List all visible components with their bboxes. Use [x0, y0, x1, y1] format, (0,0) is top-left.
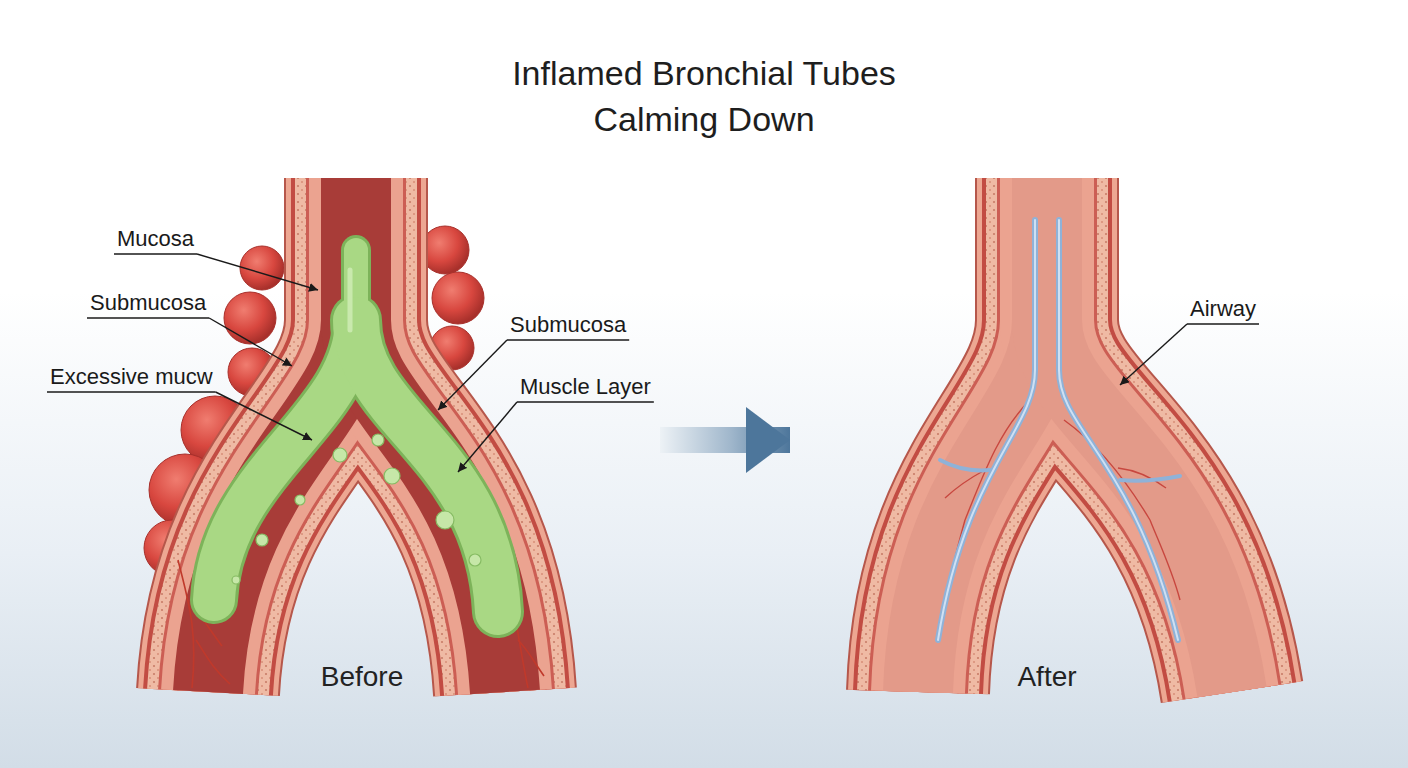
illustration-part [356, 320, 505, 692]
illustration-part [208, 178, 356, 692]
illustration-part [196, 640, 230, 684]
illustration-part [208, 178, 356, 692]
illustration-part [1047, 320, 1232, 692]
illustration-part [208, 178, 356, 692]
part-label: Mucosa [117, 226, 194, 252]
illustration-part [1059, 220, 1178, 640]
illustration-part [240, 246, 284, 290]
illustration-part [432, 272, 484, 324]
illustration-part [1120, 476, 1180, 481]
part-label: Muscle Layer [520, 374, 651, 400]
airway-wall [918, 178, 1232, 692]
stage-caption: Before [321, 660, 404, 694]
illustration-part [384, 468, 400, 484]
label-underline [87, 317, 209, 318]
illustration-part [356, 320, 505, 692]
illustration-part [224, 292, 276, 344]
illustration-part [256, 534, 268, 546]
illustration-part [918, 178, 1047, 692]
diagram-title: Inflamed Bronchial Tubes Calming Down [474, 50, 934, 142]
illustration-part [938, 220, 1035, 640]
part-label: Submucosa [510, 312, 626, 338]
illustration-part [938, 220, 1035, 640]
leader-line [438, 340, 507, 410]
leader-lines [47, 254, 1259, 472]
illustration-part [356, 320, 498, 612]
stage-caption: After [1017, 660, 1076, 694]
illustration-part [918, 178, 1047, 692]
illustration-part [208, 178, 356, 692]
illustration-part [356, 320, 505, 692]
illustration-part [178, 560, 194, 688]
illustration-region: After [790, 170, 1320, 710]
after-bronchus [918, 178, 1232, 692]
mucus-bubbles [232, 434, 481, 584]
leader-line [1120, 324, 1187, 385]
nerves [938, 220, 1180, 640]
illustration-part [940, 460, 990, 471]
illustration-part [356, 320, 498, 612]
illustration-part [1047, 320, 1232, 692]
illustration-part [208, 178, 356, 692]
part-label: Submucosa [90, 290, 206, 316]
label-underline [517, 401, 654, 402]
label-underline [114, 253, 197, 254]
illustration-part [469, 554, 481, 566]
illustration-part [1059, 220, 1178, 640]
illustration-part [918, 178, 1047, 692]
illustration-part [1047, 320, 1232, 692]
part-label: Excessive mucw [50, 364, 213, 390]
label-underline [47, 391, 216, 392]
leader-line [197, 254, 318, 290]
label-underline [507, 339, 629, 340]
part-label: Airway [1190, 296, 1256, 322]
illustration-part [333, 448, 347, 462]
illustration-part [356, 320, 505, 692]
illustration-region: Before [140, 170, 660, 710]
label-underline [1187, 323, 1259, 324]
illustration-part [1047, 320, 1232, 692]
illustration-part [372, 434, 384, 446]
illustration-part [232, 576, 240, 584]
leader-line [458, 402, 517, 472]
illustration-part [295, 495, 305, 505]
illustration-part [918, 178, 1047, 692]
illustration-part [436, 511, 454, 529]
airway-wall [208, 178, 505, 692]
illustration-part [518, 640, 544, 676]
illustration-part [356, 320, 505, 692]
illustration-part [1047, 320, 1232, 692]
illustration-part [348, 270, 353, 330]
illustration-part [918, 178, 1047, 692]
illustration-part [1047, 320, 1232, 692]
mucus [214, 250, 498, 612]
illustration-part [208, 178, 356, 692]
illustration-part [356, 320, 505, 692]
illustration-part [918, 178, 1047, 692]
illustration-part [918, 178, 1047, 692]
leader-line [216, 392, 312, 440]
leader-line [209, 318, 292, 366]
progress-arrow [660, 427, 790, 453]
connectors [660, 440, 790, 441]
before-bronchus [144, 178, 544, 692]
illustration-part [421, 226, 469, 274]
illustration-part [356, 320, 505, 692]
illustration-part [208, 178, 356, 692]
illustration-part [1047, 320, 1232, 692]
